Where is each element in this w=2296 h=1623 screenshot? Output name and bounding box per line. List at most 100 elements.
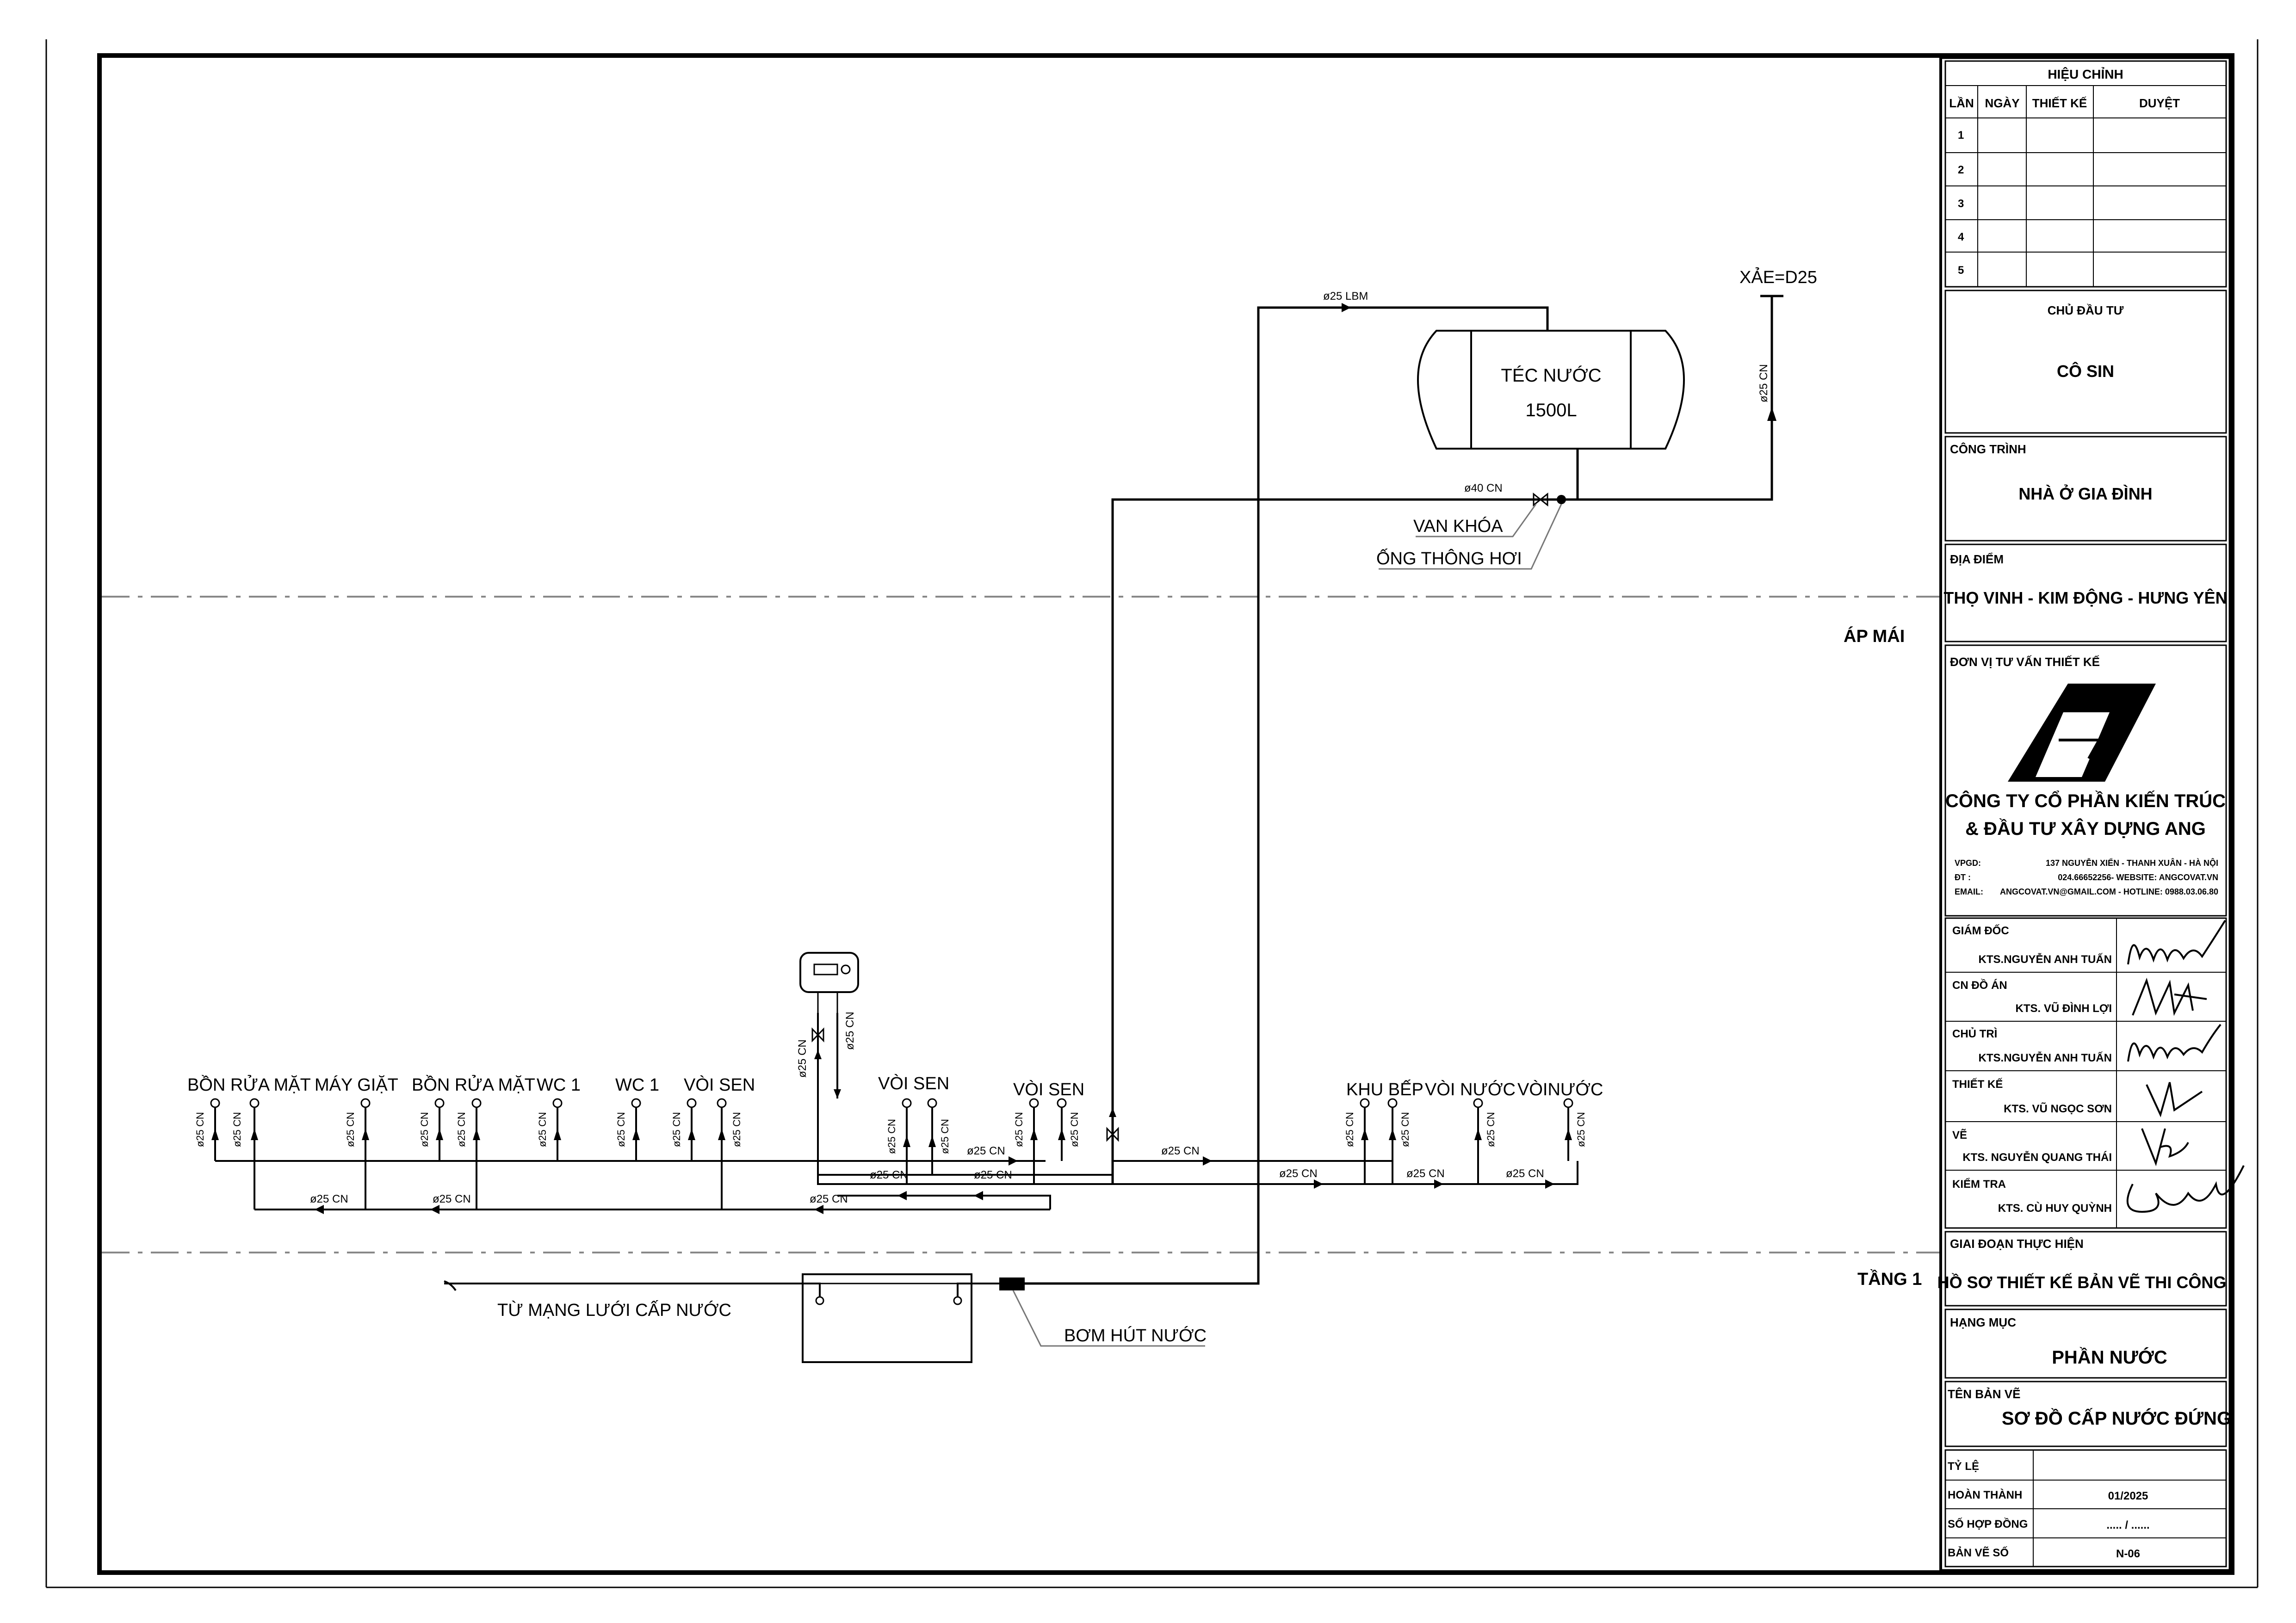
fixture-label: WC 1	[537, 1075, 581, 1095]
scale-label: TỶ LỆ	[1948, 1459, 1979, 1473]
floor-level-label: TẦNG 1	[1857, 1269, 1922, 1289]
pipe-40-label: ø40 CN	[1464, 482, 1503, 494]
contract-label: SỐ HỢP ĐỒNG	[1948, 1518, 2028, 1530]
email-label: EMAIL:	[1955, 887, 1983, 896]
contract: ..... / ......	[2106, 1519, 2149, 1531]
owner: CÔ SIN	[2057, 361, 2114, 381]
gate-valve-icon	[811, 1027, 824, 1043]
drop-size-labels: ø25 CN ø25 CN ø25 CN ø25 CN ø25 CN ø25 C…	[194, 1112, 1587, 1154]
flow-arrows-up	[211, 1129, 1572, 1147]
pipe-25-label: ø25 CN	[1279, 1167, 1318, 1180]
svg-text:ø25 CN: ø25 CN	[731, 1112, 743, 1147]
pipe-25-label: ø25 CN	[844, 1012, 856, 1050]
water-heater-icon	[799, 952, 859, 1013]
roof-level-label: ÁP MÁI	[1844, 626, 1905, 646]
fixture-label: KHU BẾP	[1346, 1079, 1423, 1099]
drafter: KTS. NGUYỄN QUANG THÁI	[1962, 1150, 2112, 1164]
director-label: GIÁM ĐỐC	[1952, 924, 2009, 937]
director: KTS.NGUYỄN ANH TUẤN	[1979, 952, 2112, 966]
company-logo-icon	[2008, 684, 2156, 782]
flow-arrow	[1767, 407, 1776, 421]
company-line2: & ĐẦU TƯ XÂY DỰNG ANG	[1965, 818, 2206, 839]
designer-label: THIẾT KẾ	[1952, 1078, 2003, 1091]
category: PHẦN NƯỚC	[2052, 1346, 2167, 1368]
sheet-no: N-06	[2116, 1548, 2140, 1560]
cold-main-right	[817, 1161, 1578, 1185]
svg-text:ø25 CN: ø25 CN	[615, 1112, 627, 1147]
sheet-no-label: BẢN VẼ SỐ	[1948, 1546, 2009, 1559]
checker: KTS. CÙ HUY QUỲNH	[1998, 1202, 2112, 1215]
hot-loop	[837, 1195, 1051, 1210]
svg-text:ø25 CN: ø25 CN	[1399, 1112, 1411, 1147]
rev-header: LẦN	[1949, 96, 1974, 110]
stage-label: GIAI ĐOẠN THỰC HIỆN	[1950, 1237, 2084, 1251]
tank-label: TÉC NƯỚC	[1501, 365, 1601, 386]
svg-text:ø25 CN: ø25 CN	[231, 1112, 243, 1147]
pipe-25-label: ø25 CN	[810, 1193, 848, 1205]
svg-text:ø25 CN: ø25 CN	[1013, 1112, 1025, 1147]
svg-text:ø25 CN: ø25 CN	[345, 1112, 356, 1147]
drawing-name: SƠ ĐỒ CẤP NƯỚC ĐỨNG	[2002, 1407, 2231, 1429]
checker-label: KIỂM TRA	[1952, 1178, 2006, 1191]
svg-text:ø25 CN: ø25 CN	[1344, 1112, 1355, 1147]
pipe-25-label: ø25 CN	[796, 1039, 809, 1078]
tank-capacity: 1500L	[1525, 400, 1577, 420]
gate-valve-icon	[1106, 1127, 1119, 1142]
pipe-25-label: ø25 CN	[974, 1169, 1012, 1181]
fixture-label: VÒI SEN	[1013, 1080, 1084, 1099]
svg-text:ø25 CN: ø25 CN	[1069, 1112, 1080, 1147]
rev-row: 3	[1958, 197, 1964, 210]
flow-arrow	[1342, 303, 1351, 312]
fixture-label: MÁY GIẶT	[315, 1075, 398, 1095]
svg-text:ø25 CN: ø25 CN	[886, 1119, 897, 1154]
drawing-frame	[97, 53, 2234, 1575]
pipe-25-label: ø25 CN	[870, 1169, 908, 1181]
flow-arrow	[834, 1089, 841, 1098]
vent-leader	[1379, 504, 1562, 570]
fixture-label: VÒI SEN	[878, 1074, 949, 1093]
flow-arrow	[814, 1050, 822, 1059]
vent-label: ỐNG THÔNG HƠI	[1376, 548, 1522, 568]
vpgd: 137 NGUYỄN XIỂN - THANH XUÂN - HÀ NỘI	[2046, 858, 2218, 868]
svg-text:ø25 CN: ø25 CN	[194, 1112, 206, 1147]
gate-valve-icon	[1533, 492, 1566, 507]
fixture-label: BỒN RỬA MẶT	[187, 1074, 311, 1095]
rev-row: 4	[1958, 231, 1964, 243]
valve-leader	[1416, 504, 1537, 537]
vpgd-label: VPGD:	[1955, 858, 1981, 868]
rev-row: 1	[1958, 129, 1964, 142]
drawing-name-label: TÊN BẢN VẼ	[1948, 1387, 2020, 1401]
pump-icon	[999, 1277, 1025, 1290]
rev-row: 5	[1958, 264, 1964, 277]
pipe-25-label: ø25 CN	[967, 1145, 1005, 1157]
location-label: ĐỊA ĐIỂM	[1950, 552, 2004, 566]
svg-text:ø25 CN: ø25 CN	[671, 1112, 682, 1147]
pump-leader	[1012, 1290, 1205, 1347]
drafter-label: VẼ	[1952, 1129, 1967, 1142]
pipe-lbm-label: ø25 LBM	[1323, 290, 1368, 302]
rev-header: THIẾT KẾ	[2032, 96, 2087, 110]
fixture-label: VÒINƯỚC	[1517, 1080, 1603, 1099]
svg-text:ø25 CN: ø25 CN	[537, 1112, 548, 1147]
owner-label: CHỦ ĐẦU TƯ	[2048, 303, 2124, 317]
valve-label: VAN KHÓA	[1413, 516, 1503, 536]
lead-label: CN ĐỒ ÁN	[1952, 979, 2007, 992]
rev-header: NGÀY	[1985, 96, 2019, 110]
pipe-25-label: ø25 CN	[310, 1193, 348, 1205]
location: THỌ VINH - KIM ĐỘNG - HƯNG YÊN	[1943, 588, 2227, 607]
pump-label: BƠM HÚT NƯỚC	[1064, 1326, 1207, 1345]
svg-text:ø25 CN: ø25 CN	[456, 1112, 467, 1147]
designer: KTS. VŨ NGỌC SƠN	[2004, 1102, 2112, 1115]
fixture-labels: BỒN RỬA MẶT MÁY GIẶT BỒN RỬA MẶT WC 1 WC…	[187, 1074, 1603, 1099]
overflow-pipe	[1578, 296, 1773, 501]
pipe-25-label: ø25 CN	[433, 1193, 471, 1205]
tank-outlet-pipe	[1111, 449, 1579, 1184]
project-label: CÔNG TRÌNH	[1950, 442, 2026, 456]
company-line1: CÔNG TY CỔ PHẦN KIẾN TRÚC	[1945, 790, 2226, 811]
svg-text:ø25 CN: ø25 CN	[1575, 1112, 1587, 1147]
revision-title: HIỆU CHỈNH	[2048, 67, 2123, 81]
water-tank: TÉC NƯỚC 1500L	[1417, 330, 1685, 450]
email: ANGCOVAT.VN@GMAIL.COM - HOTLINE: 0988.03…	[2000, 887, 2218, 896]
svg-text:ø25 CN: ø25 CN	[939, 1119, 951, 1154]
